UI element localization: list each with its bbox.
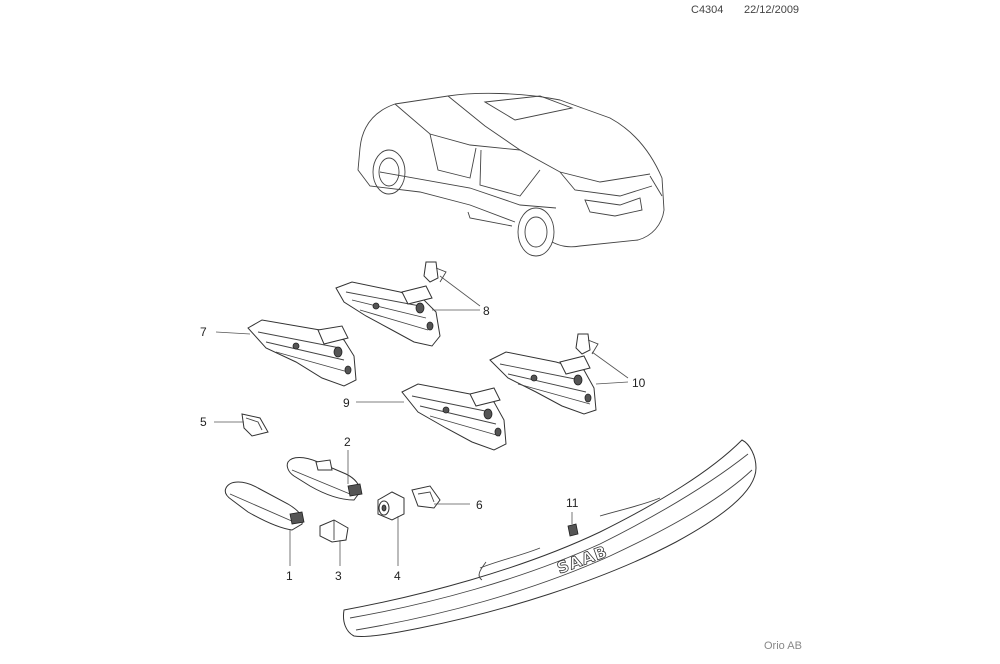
callout-11: 11 <box>566 496 579 510</box>
callout-4: 4 <box>394 569 401 583</box>
part-5-cover-cap <box>241 413 269 437</box>
callout-2: 2 <box>344 435 351 449</box>
callout-5: 5 <box>200 415 207 429</box>
part-11-trunk-trim-strip <box>343 439 757 637</box>
callout-1: 1 <box>286 569 293 583</box>
part-10-handle-bracket <box>489 333 599 415</box>
callout-8: 8 <box>483 304 490 318</box>
diagram-date: 22/12/2009 <box>744 4 800 16</box>
part-7-handle-bracket <box>247 319 357 387</box>
publisher-credit: Orio AB <box>764 640 802 652</box>
part-6-gasket <box>411 485 441 509</box>
diagram-code: C4304 <box>691 4 724 16</box>
callout-10: 10 <box>632 376 646 390</box>
part-8-handle-bracket <box>335 261 447 347</box>
callout-6: 6 <box>476 498 483 512</box>
part-3-lock-cover <box>319 519 349 543</box>
callout-9: 9 <box>343 396 350 410</box>
part-2-door-handle <box>286 457 363 501</box>
part-4-lock-cylinder <box>377 491 405 521</box>
part-9-handle-bracket <box>401 383 507 451</box>
callout-3: 3 <box>335 569 342 583</box>
callout-7: 7 <box>200 325 207 339</box>
part-1-door-handle <box>224 481 305 531</box>
car-illustration <box>357 92 665 257</box>
